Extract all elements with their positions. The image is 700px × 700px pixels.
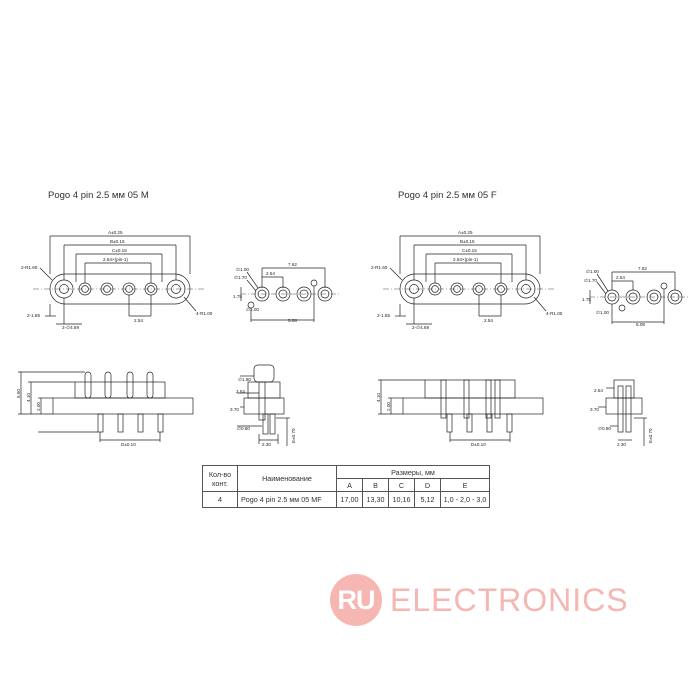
cell-d: 5,12 [414, 491, 441, 508]
header-count: Кол-во конт. [202, 465, 238, 492]
subheader-e: E [440, 478, 490, 492]
table-subheader-row: A B C D E [203, 478, 490, 492]
male-pin-view [240, 267, 340, 322]
f-pin-vert: 1.75 [582, 297, 591, 302]
dim-pin-d-top: ∅1.00 [236, 267, 249, 272]
end-d-pin: ∅0.80 [237, 426, 250, 431]
f-end-e: E±0.70 [648, 428, 653, 443]
spec-table: Кол-во конт. Наименование Размеры, мм A … [202, 465, 490, 508]
cell-c: 10,16 [388, 491, 415, 508]
dim-hole-left: 2-∅4.69 [62, 325, 79, 330]
f-pin-d-small: ∅1.00 [596, 310, 609, 315]
table-header-row: Кол-во конт. Наименование Размеры, мм [202, 465, 490, 492]
f-side-h2: 2.00 [386, 402, 391, 411]
side-h2: 2.00 [36, 402, 41, 411]
f-side-d-bottom: D±0.10 [471, 442, 486, 447]
watermark-logo: RU ELECTRONICS [330, 574, 629, 626]
end-h: 3.70 [230, 407, 239, 412]
f-pin-span-bottom: 5.08 [636, 322, 645, 327]
dim-left-edge: 2-1.85 [27, 313, 40, 318]
dim-pin-vert: 1.75 [233, 294, 242, 299]
female-end-view [598, 379, 647, 446]
male-side-view [18, 371, 194, 442]
dim-pin-span: 7.62 [288, 262, 297, 267]
subheader-d: D [414, 478, 441, 492]
f-end-bottom: 2.30 [617, 442, 626, 447]
dim-radius-left: 2-R1.60 [21, 265, 38, 270]
end-e: E±0.70 [291, 428, 296, 443]
f-pin-span: 7.62 [638, 266, 647, 271]
cell-count: 4 [202, 491, 238, 508]
f-pin-d-mid: ∅1.70 [584, 278, 597, 283]
f-end-d-pin: ∅0.80 [598, 426, 611, 431]
side-height-m: 5.50 [16, 389, 21, 398]
cell-name: Pogo 4 pin 2.5 мм 05 MF [237, 491, 337, 508]
f-dim-left-edge: 2-1.85 [377, 313, 390, 318]
watermark-text: ELECTRONICS [390, 581, 629, 618]
cell-b: 13,30 [362, 491, 389, 508]
f-pin-pitch: 2.54 [616, 275, 625, 280]
f-dim-b: B±0.15 [460, 239, 475, 244]
cell-a: 17,00 [336, 491, 363, 508]
drawing-title-male: Pogo 4 pin 2.5 мм 05 M [48, 190, 149, 201]
side-d-bottom: D±0.10 [121, 442, 136, 447]
female-pin-view [589, 271, 690, 324]
f-end-w: 2.54 [594, 388, 603, 393]
side-h1: 4.10 [26, 393, 31, 402]
f-dim-radius-right: 4-R1.00 [546, 311, 563, 316]
dim-pin-span-bottom: 5.08 [288, 318, 297, 323]
drawing-title-female: Pogo 4 pin 2.5 мм 05 F [398, 190, 497, 201]
f-pin-d-top: ∅1.00 [586, 269, 599, 274]
header-sizes: Размеры, мм [336, 465, 490, 479]
dim-pin-d-mid: ∅1.70 [234, 275, 247, 280]
subheader-a: A [336, 478, 363, 492]
f-dim-pitch-n: 2.54×(pin-1) [453, 257, 478, 262]
header-name: Наименование [237, 465, 337, 492]
end-w: 2.54 [236, 389, 245, 394]
dim-a: A±0.25 [108, 230, 123, 235]
f-dim-hole-left: 2-∅4.69 [412, 325, 429, 330]
male-top-view [33, 235, 205, 325]
dim-pitch: 2.54 [134, 318, 143, 323]
female-side-view [378, 379, 544, 442]
cell-e: 1,0 - 2,0 - 3,0 [440, 491, 490, 508]
dim-pitch-n: 2.54×(pin-1) [103, 257, 128, 262]
dim-c: C±0.15 [112, 248, 127, 253]
f-dim-radius-left: 2-R1.60 [371, 265, 388, 270]
f-dim-c: C±0.15 [462, 248, 477, 253]
male-end-view [237, 364, 290, 446]
subheader-b: B [362, 478, 389, 492]
end-d-head: ∅1.80 [238, 377, 251, 382]
f-side-h: 4.10 [376, 393, 381, 402]
dim-b: B±0.15 [110, 239, 125, 244]
end-bottom: 2.30 [262, 442, 271, 447]
dim-pin-pitch: 2.54 [266, 271, 275, 276]
watermark-badge: RU [330, 574, 382, 626]
f-dim-pitch: 2.54 [484, 318, 493, 323]
table-row: 4 Pogo 4 pin 2.5 мм 05 MF 17,00 13,30 10… [202, 491, 490, 508]
dim-pin-d-small: ∅1.00 [246, 307, 259, 312]
f-dim-a: A±0.25 [458, 230, 473, 235]
subheader-c: C [388, 478, 415, 492]
f-end-h: 3.70 [590, 407, 599, 412]
female-top-view [383, 235, 555, 325]
dim-radius-right: 4-R1.00 [196, 311, 213, 316]
